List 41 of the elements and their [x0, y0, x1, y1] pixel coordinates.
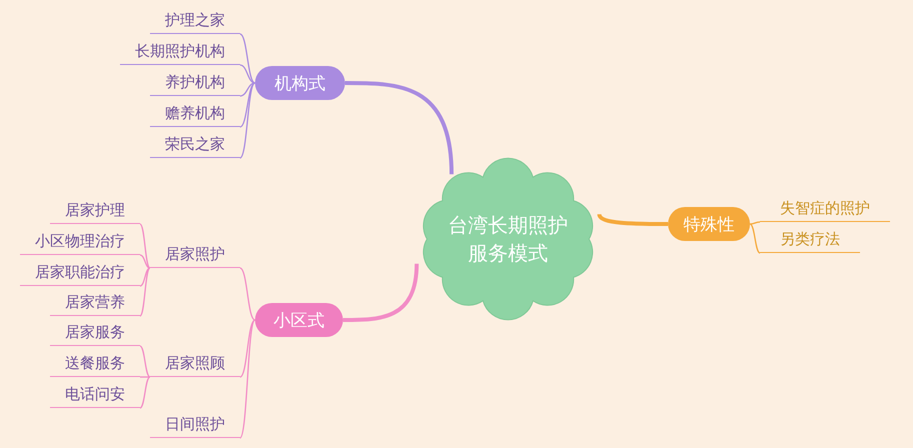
branch-line [140, 376, 150, 378]
topic-label: 居家护理 [50, 198, 140, 224]
branch-line [240, 319, 256, 378]
branch-line [343, 264, 419, 322]
branch-pill: 小区式 [255, 303, 343, 337]
topic-label: 小区物理治疗 [20, 229, 140, 255]
topic-label: 电话问安 [50, 382, 140, 408]
topic-label: 赡养机构 [150, 101, 240, 127]
branch-line [240, 82, 256, 97]
topic-label: 护理之家 [150, 8, 240, 34]
branch-line [239, 320, 256, 438]
branch-pill: 特殊性 [668, 207, 750, 241]
branch-pill: 机构式 [255, 66, 345, 100]
branch-line [240, 82, 256, 158]
branch-line [240, 82, 256, 128]
topic-label: 另类疗法 [760, 227, 860, 253]
topic-label: 失智症的照护 [760, 196, 890, 222]
topic-label: 居家职能治疗 [20, 260, 140, 286]
branch-line [240, 267, 256, 321]
branch-line [140, 345, 150, 378]
branch-line [140, 254, 150, 269]
topic-label: 荣民之家 [150, 132, 240, 158]
branch-line [345, 81, 454, 174]
branch-line [140, 268, 150, 316]
topic-label: 居家营养 [50, 290, 140, 316]
branch-line [140, 267, 150, 287]
topic-label: 居家照护 [150, 242, 240, 268]
branch-line [140, 376, 150, 409]
branch-line [750, 223, 760, 254]
topic-label: 送餐服务 [50, 351, 140, 377]
branch-line [240, 33, 256, 84]
topic-label: 养护机构 [150, 70, 240, 96]
topic-label: 日间照护 [150, 412, 240, 438]
branch-line [140, 223, 150, 269]
branch-line [597, 214, 668, 226]
topic-label: 居家服务 [50, 320, 140, 346]
node-title: 台湾长期照护服务模式 [447, 212, 569, 267]
topic-label: 长期照护机构 [120, 39, 240, 65]
branch-line [240, 64, 256, 84]
topic-label: 居家照顾 [150, 351, 240, 377]
branch-line [750, 221, 760, 225]
